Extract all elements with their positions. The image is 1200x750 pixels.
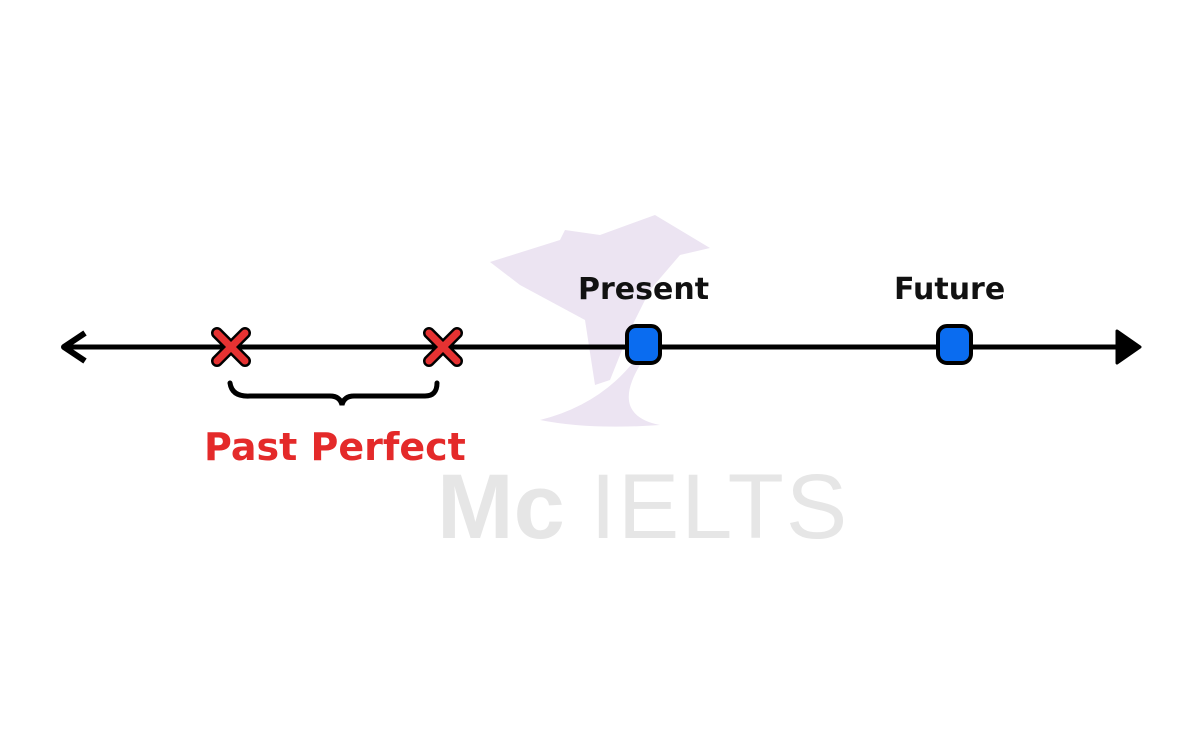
past-marker-2 (423, 327, 463, 367)
right-arrowhead (1115, 329, 1142, 365)
watermark-text: Mc IELTS (437, 456, 850, 558)
past-perfect-brace (227, 380, 440, 406)
future-label: Future (894, 272, 1006, 307)
present-marker (625, 324, 662, 365)
past-marker-1 (211, 327, 251, 367)
future-marker (936, 324, 973, 365)
past-perfect-label: Past Perfect (204, 425, 466, 469)
left-arrowhead (61, 330, 87, 364)
present-label: Present (578, 272, 710, 307)
watermark-logo (490, 215, 710, 427)
